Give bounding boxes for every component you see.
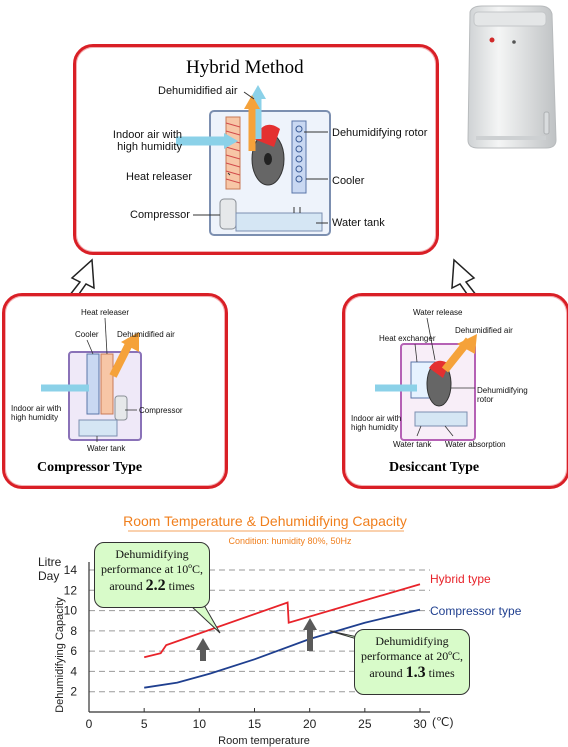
callout-left-line2: performance at 10ºC, (100, 562, 203, 576)
desiccant-type-title: Desiccant Type (389, 460, 480, 475)
y-axis-label: Dehumidifying Capacity (54, 597, 66, 713)
desiccant-label-water-release: Water release (413, 308, 463, 317)
y-tick-label: 6 (70, 644, 77, 658)
compressor-label-dehumidified-air: Dehumidified air (117, 330, 175, 339)
callout-right-line2: performance at 20ºC, (360, 649, 463, 663)
y-tick-label: 2 (70, 685, 77, 699)
arrow-up-left-icon (451, 258, 481, 300)
legend-hybrid: Hybrid type (430, 572, 491, 586)
hybrid-label-heat-releaser: Heat releaser (126, 171, 193, 183)
desiccant-label-water-tank: Water tank (393, 440, 432, 449)
x-tick-label: 25 (358, 717, 372, 731)
hybrid-label-indoor-air: Indoor air with high humidity (112, 129, 182, 153)
desiccant-label-dehumidifying-rotor: Dehumidifying rotor (477, 386, 528, 404)
dehumidifier-photo (452, 2, 564, 152)
compressor-label-heat-releaser: Heat releaser (81, 308, 130, 317)
callout-right-suffix: times (428, 666, 455, 680)
chart-subtitle: Condition: humidity 80%, 50Hz (228, 536, 352, 546)
x-tick-label: 15 (248, 717, 262, 731)
arrow-up-right-icon (65, 258, 95, 300)
axes (88, 562, 430, 713)
up-arrow-right-icon (303, 618, 317, 651)
hybrid-label-cooler: Cooler (332, 175, 365, 187)
compressor-label-compressor: Compressor (139, 406, 183, 415)
hybrid-label-dehumidified-air: Dehumidified air (158, 85, 238, 97)
callout-right-prefix: around (369, 666, 403, 680)
callout-left-value: 2.2 (145, 577, 166, 594)
y-tick-label: 14 (64, 563, 78, 577)
x-tick-label: 30 (413, 717, 427, 731)
callout-left: Dehumidifying performance at 10ºC, aroun… (94, 542, 210, 608)
hybrid-title: Hybrid Method (186, 57, 304, 78)
y-tick-label: 12 (64, 583, 78, 597)
x-tick-label: 20 (303, 717, 317, 731)
compressor-label-indoor-air: Indoor air with high humidity (11, 404, 62, 422)
series (143, 583, 421, 689)
y-tick-label: 4 (70, 664, 77, 678)
desiccant-label-water-absorption: Water absorption (445, 440, 506, 449)
y-unit-litre: Litre (38, 555, 62, 569)
x-unit: (℃) (432, 715, 453, 729)
legend-compressor: Compressor type (430, 604, 522, 618)
callout-right-value: 1.3 (405, 664, 426, 681)
up-arrow-left-icon (196, 638, 210, 661)
desiccant-label-heat-exchanger: Heat exchanger (379, 334, 436, 343)
hybrid-label-dehumidifying-rotor: Dehumidifying rotor (332, 127, 428, 139)
compressor-type-panel: Heat releaser Cooler Dehumidified air In… (2, 293, 228, 489)
series-line-hybrid (143, 583, 421, 659)
x-tick-label: 10 (193, 717, 207, 731)
hybrid-label-compressor: Compressor (130, 209, 190, 221)
chart-title: Room Temperature & Dehumidifying Capacit… (123, 513, 407, 529)
callout-left-line1: Dehumidifying (115, 547, 189, 561)
desiccant-label-dehumidified-air: Dehumidified air (455, 326, 513, 335)
callout-right: Dehumidifying performance at 20ºC, aroun… (354, 629, 470, 695)
callout-left-prefix: around (109, 579, 143, 593)
x-axis-label: Room temperature (218, 735, 310, 747)
y-tick-label: 8 (70, 624, 77, 638)
desiccant-type-panel: Water release Heat exchanger Dehumidifie… (342, 293, 568, 489)
callout-left-suffix: times (168, 579, 195, 593)
ticks: 2 4 6 8 10 12 14 0 5 10 15 20 25 30 (64, 563, 427, 731)
compressor-type-title: Compressor Type (37, 460, 143, 475)
desiccant-label-indoor-air: Indoor air with high humidity (351, 414, 402, 432)
hybrid-panel: Hybrid Method (73, 44, 439, 255)
hybrid-diagram (176, 85, 331, 236)
callout-left-value-line: around 2.2 times (95, 577, 209, 595)
x-tick-label: 0 (86, 717, 93, 731)
hybrid-label-water-tank: Water tank (332, 217, 385, 229)
arrows (65, 258, 481, 300)
y-unit-day: Day (38, 569, 59, 583)
desiccant-diagram (375, 317, 477, 441)
callout-right-value-line: around 1.3 times (355, 664, 469, 682)
y-tick-label: 10 (64, 604, 78, 618)
capacity-chart: Room Temperature & Dehumidifying Capacit… (38, 513, 453, 747)
compressor-label-water-tank: Water tank (87, 444, 126, 453)
callout-left-pointer (188, 604, 221, 634)
series-line-compressor (144, 608, 421, 689)
x-tick-label: 5 (141, 717, 148, 731)
callout-right-line1: Dehumidifying (375, 634, 449, 648)
compressor-label-cooler: Cooler (75, 330, 99, 339)
compressor-diagram (41, 317, 142, 442)
